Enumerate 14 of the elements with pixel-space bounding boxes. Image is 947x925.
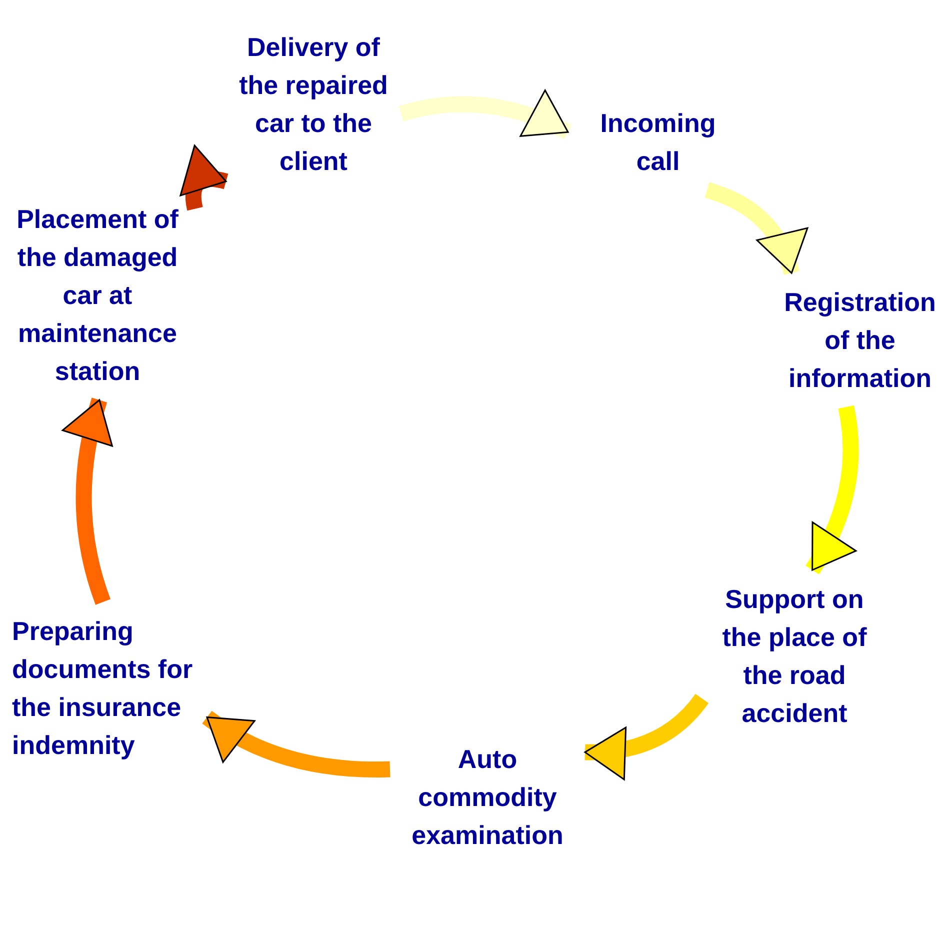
step-label: Placement of the damaged car at maintenance station	[10, 200, 185, 390]
step-label: Auto commodity examination	[400, 740, 575, 854]
step-label: Delivery of the repaired car to the client	[236, 28, 391, 180]
arrow	[398, 90, 572, 140]
arrow	[180, 146, 228, 210]
arrow	[62, 398, 114, 605]
arrow	[805, 406, 859, 574]
step-label: Incoming call	[578, 104, 738, 180]
arrow	[202, 710, 390, 778]
step-label: Preparing documents for the insurance indemnity	[12, 612, 197, 764]
arrow	[704, 182, 806, 276]
step-label: Registration of the information	[775, 283, 945, 397]
arrow	[584, 694, 708, 779]
step-label: Support on the place of the road accident	[712, 580, 877, 732]
